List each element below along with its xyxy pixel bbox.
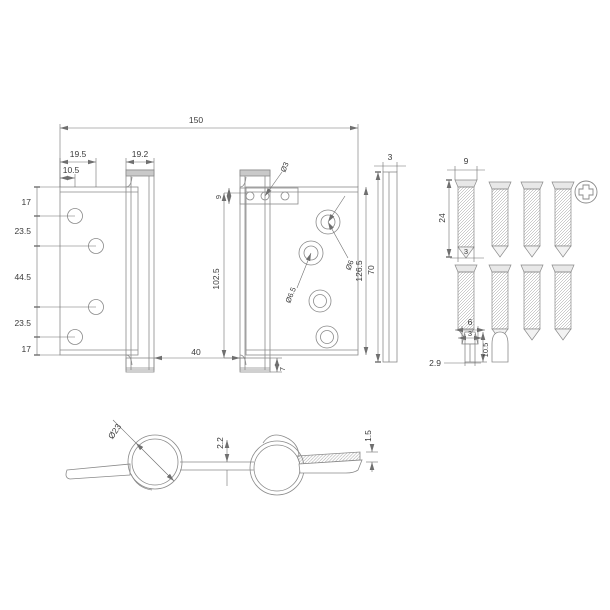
spring-right-tail [298,459,363,474]
screw-shank [523,188,541,247]
dim-wire-thickness: 2.2 [215,437,225,449]
dim-screw-shank: 3 [464,247,468,256]
screw-head [488,181,512,190]
right-plate-hole-inner [320,330,334,344]
spring-dimension-lines [112,419,378,486]
callout-screw-hole-outer: Ø6.5 [283,286,297,304]
screw-head [520,181,544,190]
cover-cap-geometry [461,331,509,363]
dim-plate-length: 70 [366,265,376,275]
screw-dimension-lines [446,166,485,262]
screw-tip [523,328,541,341]
screw-set-geometry [454,179,575,341]
screw-head [520,264,544,273]
dim-cap-neck: 3 [468,329,472,338]
right-bottom-tab [239,357,271,373]
barrel-top-cap [125,169,155,177]
screw-head [454,179,478,188]
screw-dimension-labels: 9 24 3 [437,156,469,256]
screw-shank [491,271,509,330]
spring-detail-geometry [65,434,363,496]
cap-side-view [491,331,509,363]
dim-left-3: 44.5 [14,272,31,282]
cover-plate-geometry [382,171,398,363]
right-plate-hole-inner [303,245,319,261]
dim-plate-thickness: 3 [388,152,393,162]
right-plate-hole-outer [298,240,324,266]
dim-cap-base: 2.9 [429,358,441,368]
right-plate-hole-inner [313,294,327,308]
pin-hole-strip [239,187,299,205]
dim-left-5: 17 [22,344,32,354]
spring-left-ring-hook [130,473,153,491]
cap-dimension-labels: 6 3 10.5 2.9 [429,317,490,368]
spring-right-ring-outer [249,440,305,496]
spring-left-tail [65,463,131,480]
dim-cap-width: 6 [468,317,473,327]
dim-screw-head-width: 9 [464,156,469,166]
hinge-barrel [125,169,155,371]
dim-screw-length: 24 [437,213,447,223]
screw-tip [457,246,475,259]
front-view-dimension-labels: 150 19.5 10.5 19.2 17 23.5 44.5 23.5 17 … [14,115,364,371]
dim-cap-height: 10.5 [481,343,490,358]
right-barrel-top-cap [239,169,271,177]
cover-plate-labels: 3 70 [366,152,393,275]
cover-plate-outline [382,171,398,363]
spring-right-ring-hook [262,434,300,458]
screw-shank [554,271,572,330]
left-leaf-plate [59,186,139,356]
spring-dimension-labels: Ø23 2.2 1.5 [106,422,373,449]
dim-hole-col1: 10.5 [63,165,80,175]
dim-plate-height: 126.5 [354,260,364,282]
callout-screw-hole-inner: Ø6 [344,259,356,272]
dim-overall-width: 150 [189,115,203,125]
pin-hole [245,191,255,201]
dim-top-strip-height: 9 [214,195,223,199]
dim-left-2: 23.5 [14,226,31,236]
screw-head [454,264,478,273]
right-leaf-plate [245,186,359,356]
front-view-dimension-lines [34,124,369,373]
dim-hole-col2: 19.5 [70,149,87,159]
screw-shank [554,188,572,247]
dim-knuckle-length: 102.5 [211,268,221,290]
screw-head [551,181,575,190]
screw-shank [523,271,541,330]
screw-head [488,264,512,273]
dim-tab-height: 7 [278,367,287,371]
callout-pin-hole: Ø3 [279,161,291,174]
dim-tail-thickness: 1.5 [363,430,373,442]
screw-tip [523,245,541,258]
spring-right-ring-inner [253,444,301,492]
right-plate-hole-outer [315,325,339,349]
cap-dimension-lines [444,326,487,366]
screw-tip [554,245,572,258]
dim-left-4: 23.5 [14,318,31,328]
right-plate-hole-outer [308,289,332,313]
left-bottom-tab [125,357,155,373]
right-plate-hole-outer [315,209,341,235]
pin-hole [280,191,290,201]
screw-shank [491,188,509,247]
screw-head [551,264,575,273]
dim-knuckle-width: 19.2 [132,149,149,159]
spring-connecting-bar [180,461,254,471]
screw-shank [457,186,475,248]
cover-plate-dimension-lines [374,162,406,363]
screw-tip [554,328,572,341]
dim-left-1: 17 [22,197,32,207]
dim-ring-diameter: Ø23 [106,422,123,441]
front-view-geometry [59,169,359,373]
screw-tip [491,245,509,258]
phillips-screw-head-icon [574,180,598,204]
spring-left-ring-inner [131,438,179,486]
dim-plate-gap: 40 [191,347,201,357]
